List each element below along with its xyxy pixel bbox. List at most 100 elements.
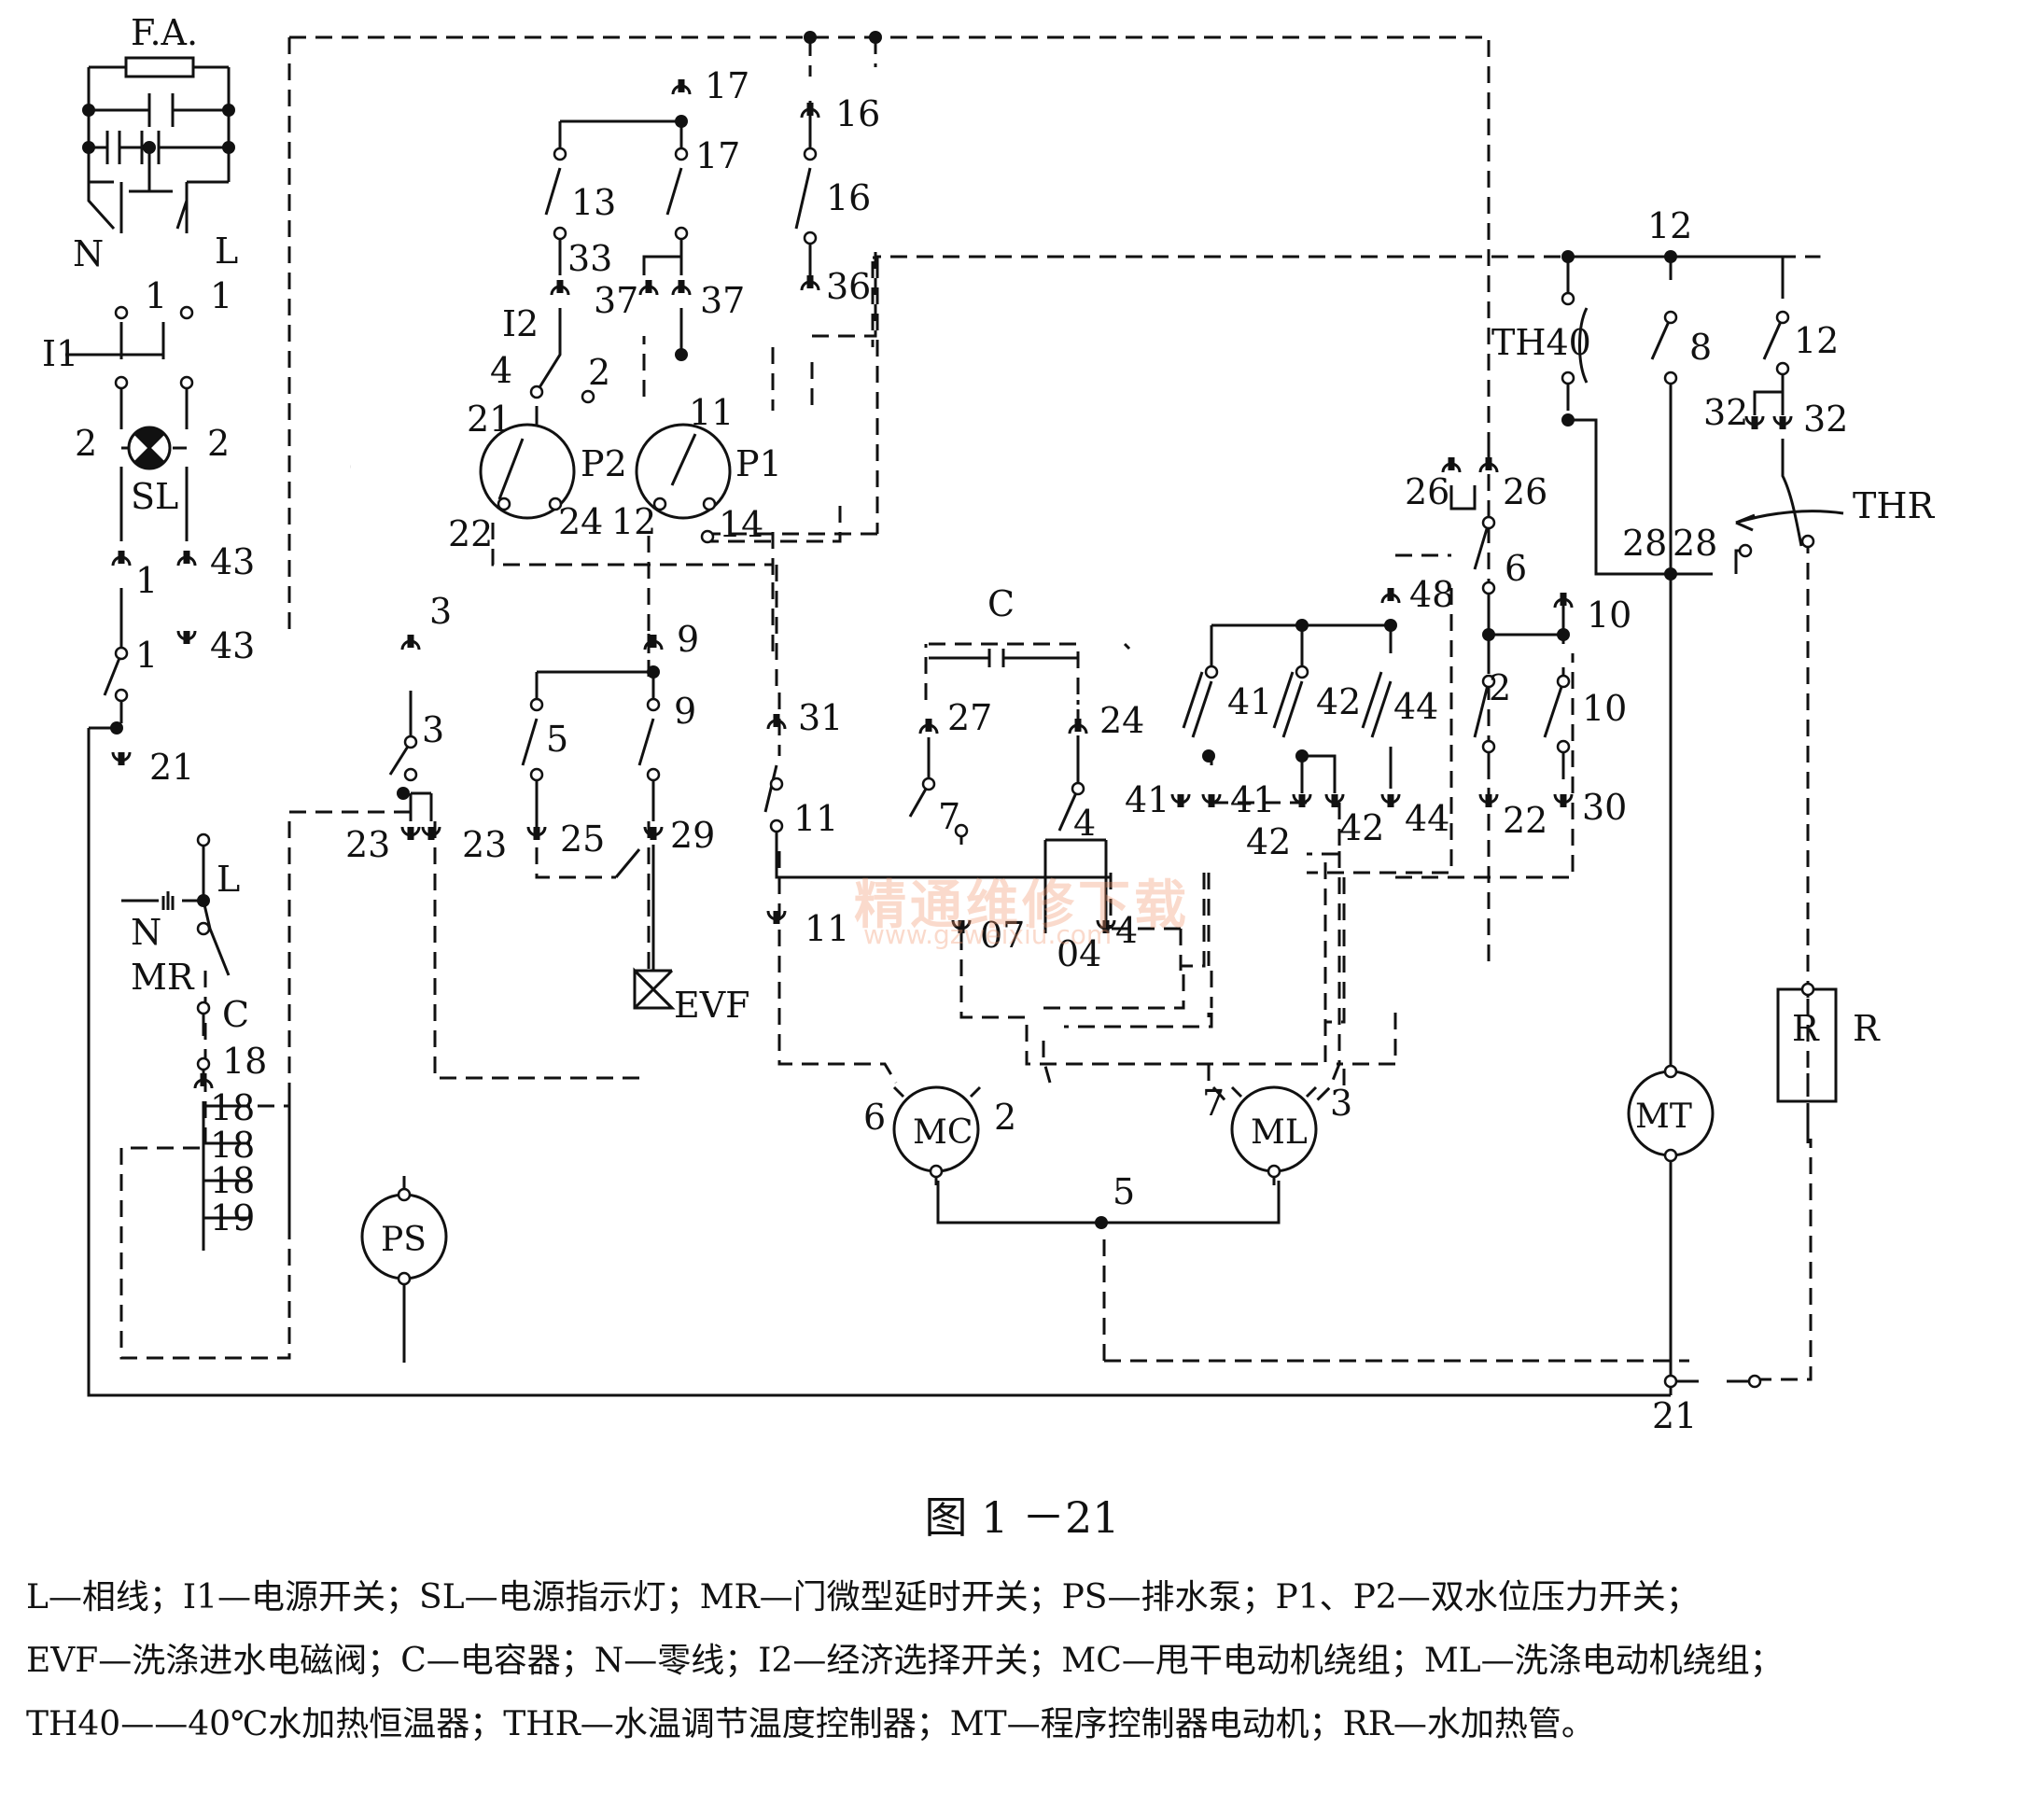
label-27: 27 bbox=[947, 697, 992, 738]
label-16a: 16 bbox=[835, 93, 880, 134]
label-23a: 23 bbox=[345, 824, 390, 865]
legend-line-1: L—相线；I1—电源开关；SL—电源指示灯；MR—门微型延时开关；PS—排水泵；… bbox=[26, 1578, 1700, 1616]
label-31: 31 bbox=[798, 697, 843, 738]
label-17b: 17 bbox=[695, 135, 740, 176]
label-4c: 4 bbox=[1115, 910, 1138, 951]
label-21c: 21 bbox=[1652, 1395, 1697, 1436]
label-23b: 23 bbox=[462, 824, 507, 865]
legend-line-2: EVF—洗涤进水电磁阀；C—电容器；N—零线；I2—经济选择开关；MC—甩干电动… bbox=[26, 1642, 1784, 1680]
label-fa: F.A. bbox=[131, 12, 198, 53]
label-8: 8 bbox=[1689, 327, 1712, 368]
label-mr-l: L bbox=[217, 859, 240, 900]
label-i2: I2 bbox=[502, 303, 539, 344]
label-12c: 12 bbox=[1794, 320, 1839, 361]
label-l-1: 1 bbox=[210, 275, 232, 316]
label-42b: 42 bbox=[1246, 821, 1291, 862]
label-1a: 1 bbox=[135, 560, 158, 601]
label-mt: MT bbox=[1635, 1098, 1692, 1136]
label-10a: 10 bbox=[1587, 595, 1631, 636]
label-c: C bbox=[987, 583, 1015, 624]
label-37b: 37 bbox=[700, 280, 745, 321]
label-42c: 42 bbox=[1339, 807, 1384, 848]
watermark-url: www.gzweixiu.com bbox=[863, 919, 1113, 950]
pressure-switch-p1 bbox=[635, 423, 732, 520]
label-04: 04 bbox=[1057, 933, 1101, 974]
label-48: 48 bbox=[1409, 574, 1454, 615]
label-32b: 32 bbox=[1803, 399, 1848, 440]
label-18d: 18 bbox=[210, 1160, 255, 1201]
label-4b: 4 bbox=[1073, 803, 1096, 844]
label-43b: 43 bbox=[210, 625, 255, 666]
label-18c: 18 bbox=[210, 1125, 255, 1166]
label-44a: 44 bbox=[1393, 686, 1438, 727]
label-43a: 43 bbox=[210, 541, 255, 582]
label-29: 29 bbox=[670, 815, 715, 856]
label-41b: 41 bbox=[1125, 779, 1169, 820]
watermark: 精通维修下载 bbox=[854, 875, 1190, 936]
label-l: L bbox=[215, 231, 238, 272]
label-14: 14 bbox=[719, 504, 763, 545]
label-mr-c: C bbox=[222, 994, 249, 1035]
label-2b: 2 bbox=[1489, 667, 1511, 708]
label-24a: 24 bbox=[558, 501, 603, 542]
lamp-fill bbox=[135, 428, 163, 468]
pressure-switch-p2 bbox=[479, 423, 576, 520]
label-41c: 41 bbox=[1230, 779, 1275, 820]
label-sl-2r: 2 bbox=[207, 423, 230, 464]
label-n: N bbox=[73, 233, 104, 274]
label-thr: THR bbox=[1853, 485, 1935, 526]
label-r-box: R bbox=[1792, 1008, 1820, 1049]
label-sl: SL bbox=[131, 476, 178, 517]
label-16b: 16 bbox=[826, 177, 871, 218]
label-3b: 3 bbox=[422, 709, 444, 750]
label-41a: 41 bbox=[1227, 681, 1272, 722]
label-12a: 12 bbox=[611, 501, 656, 542]
label-5: 5 bbox=[546, 719, 568, 760]
label-th40: TH40 bbox=[1491, 322, 1591, 363]
label-11b: 11 bbox=[793, 798, 838, 839]
label-mr: MR bbox=[131, 957, 195, 998]
label-19: 19 bbox=[210, 1197, 255, 1238]
label-ml: ML bbox=[1251, 1113, 1308, 1152]
legend-line-3: TH40——40℃水加热恒温器；THR—水温调节温度控制器；MT—程序控制器电动… bbox=[26, 1705, 1595, 1743]
label-33: 33 bbox=[567, 238, 612, 279]
label-7: 7 bbox=[938, 796, 960, 837]
diagram-labels: F.A. N L 1 1 I1 2 2 SL 1 43 1 43 21 L N … bbox=[42, 12, 1935, 1436]
label-9a: 9 bbox=[677, 619, 699, 660]
label-i1: I1 bbox=[42, 333, 78, 374]
label-22a: 22 bbox=[448, 513, 493, 554]
label-11a: 11 bbox=[689, 392, 734, 433]
label-evf: EVF bbox=[674, 985, 750, 1026]
label-28a: 28 bbox=[1622, 523, 1667, 564]
label-r: R bbox=[1853, 1008, 1881, 1049]
label-28b: 28 bbox=[1673, 523, 1717, 564]
label-42a: 42 bbox=[1316, 681, 1361, 722]
label-mr-n: N bbox=[131, 912, 161, 953]
label-mc-6: 6 bbox=[863, 1097, 886, 1138]
label-30: 30 bbox=[1582, 787, 1627, 828]
label-36: 36 bbox=[826, 266, 871, 307]
label-ml-7: 7 bbox=[1202, 1083, 1225, 1124]
thr-arrow bbox=[1735, 510, 1844, 532]
label-p1: P1 bbox=[735, 443, 782, 484]
wiring-diagram: F.A. N L 1 1 I1 2 2 SL 1 43 1 43 21 L N … bbox=[42, 12, 1935, 1436]
label-21b: 21 bbox=[149, 747, 194, 788]
label-n-1: 1 bbox=[145, 275, 167, 316]
label-13: 13 bbox=[571, 182, 616, 223]
label-26b: 26 bbox=[1503, 471, 1547, 512]
label-18b: 18 bbox=[210, 1087, 255, 1128]
label-22b: 22 bbox=[1503, 800, 1547, 841]
label-3a: 3 bbox=[429, 591, 452, 632]
component-symbols bbox=[127, 423, 1715, 1280]
label-12b: 12 bbox=[1647, 205, 1692, 246]
label-10b: 10 bbox=[1582, 688, 1627, 729]
label-32a: 32 bbox=[1703, 392, 1748, 433]
label-sl-2l: 2 bbox=[75, 423, 97, 464]
label-6: 6 bbox=[1505, 548, 1527, 589]
label-37a: 37 bbox=[594, 280, 638, 321]
label-ml-3: 3 bbox=[1330, 1083, 1352, 1124]
figure-caption: 图 1 －21 bbox=[924, 1492, 1120, 1543]
junction-dots bbox=[82, 31, 1677, 1229]
label-9b: 9 bbox=[674, 691, 696, 732]
label-18a: 18 bbox=[222, 1041, 267, 1082]
